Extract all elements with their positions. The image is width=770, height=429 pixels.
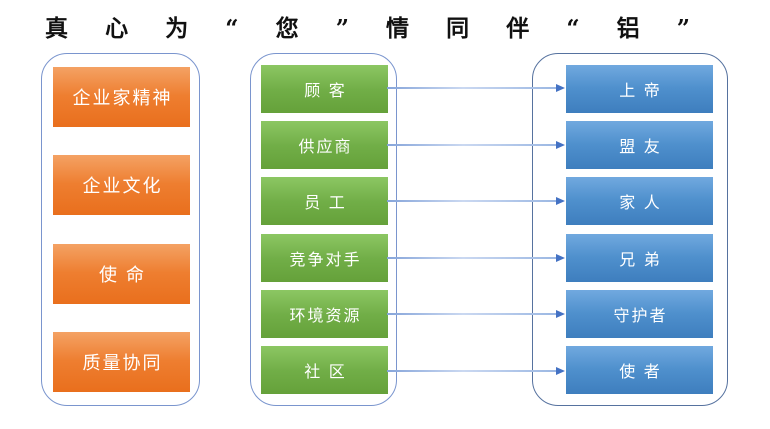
role-box: 使 者 xyxy=(566,345,713,394)
connector-line xyxy=(387,200,556,203)
title-char: 同 xyxy=(446,14,470,42)
role-box: 盟 友 xyxy=(566,121,713,170)
panel-stakeholders: 顾 客供应商员 工竞争对手环境资源社 区 xyxy=(250,53,397,406)
title-char: 真 xyxy=(45,14,68,42)
slide-title: 真 心 为 “ 您 ” 情 同 伴 “ 铝 ” xyxy=(45,12,690,44)
title-char: “ xyxy=(566,14,580,42)
role-box: 守护者 xyxy=(566,289,713,338)
title-char: 您 xyxy=(275,14,299,42)
title-char: 心 xyxy=(105,14,129,42)
title-char: 铝 xyxy=(616,14,640,42)
stakeholder-box: 竞争对手 xyxy=(261,233,388,282)
panel-values: 企业家精神企业文化使 命质量协同 xyxy=(41,53,200,406)
stakeholder-box: 环境资源 xyxy=(261,289,388,338)
role-box: 家 人 xyxy=(566,177,713,226)
title-char: 伴 xyxy=(506,14,530,42)
connector-line xyxy=(387,370,556,372)
title-char: 情 xyxy=(386,14,410,42)
value-box: 企业文化 xyxy=(53,155,190,216)
connector-line xyxy=(387,256,556,259)
panel-roles: 上 帝盟 友家 人兄 弟守护者使 者 xyxy=(532,53,728,406)
stakeholder-box: 顾 客 xyxy=(261,65,388,113)
value-box: 质量协同 xyxy=(53,331,190,392)
stakeholder-box: 员 工 xyxy=(261,177,388,226)
value-box: 使 命 xyxy=(53,243,190,304)
role-box: 上 帝 xyxy=(566,65,713,113)
title-char: “ xyxy=(225,14,239,42)
title-char: 为 xyxy=(165,14,189,42)
value-box: 企业家精神 xyxy=(53,67,190,127)
stakeholder-box: 社 区 xyxy=(261,345,388,394)
title-char: ” xyxy=(676,14,690,42)
connector-line xyxy=(387,143,556,146)
stakeholder-box: 供应商 xyxy=(261,121,388,170)
connector-line xyxy=(387,87,556,89)
title-char: ” xyxy=(335,14,349,42)
role-box: 兄 弟 xyxy=(566,233,713,282)
connector-line xyxy=(387,313,556,316)
